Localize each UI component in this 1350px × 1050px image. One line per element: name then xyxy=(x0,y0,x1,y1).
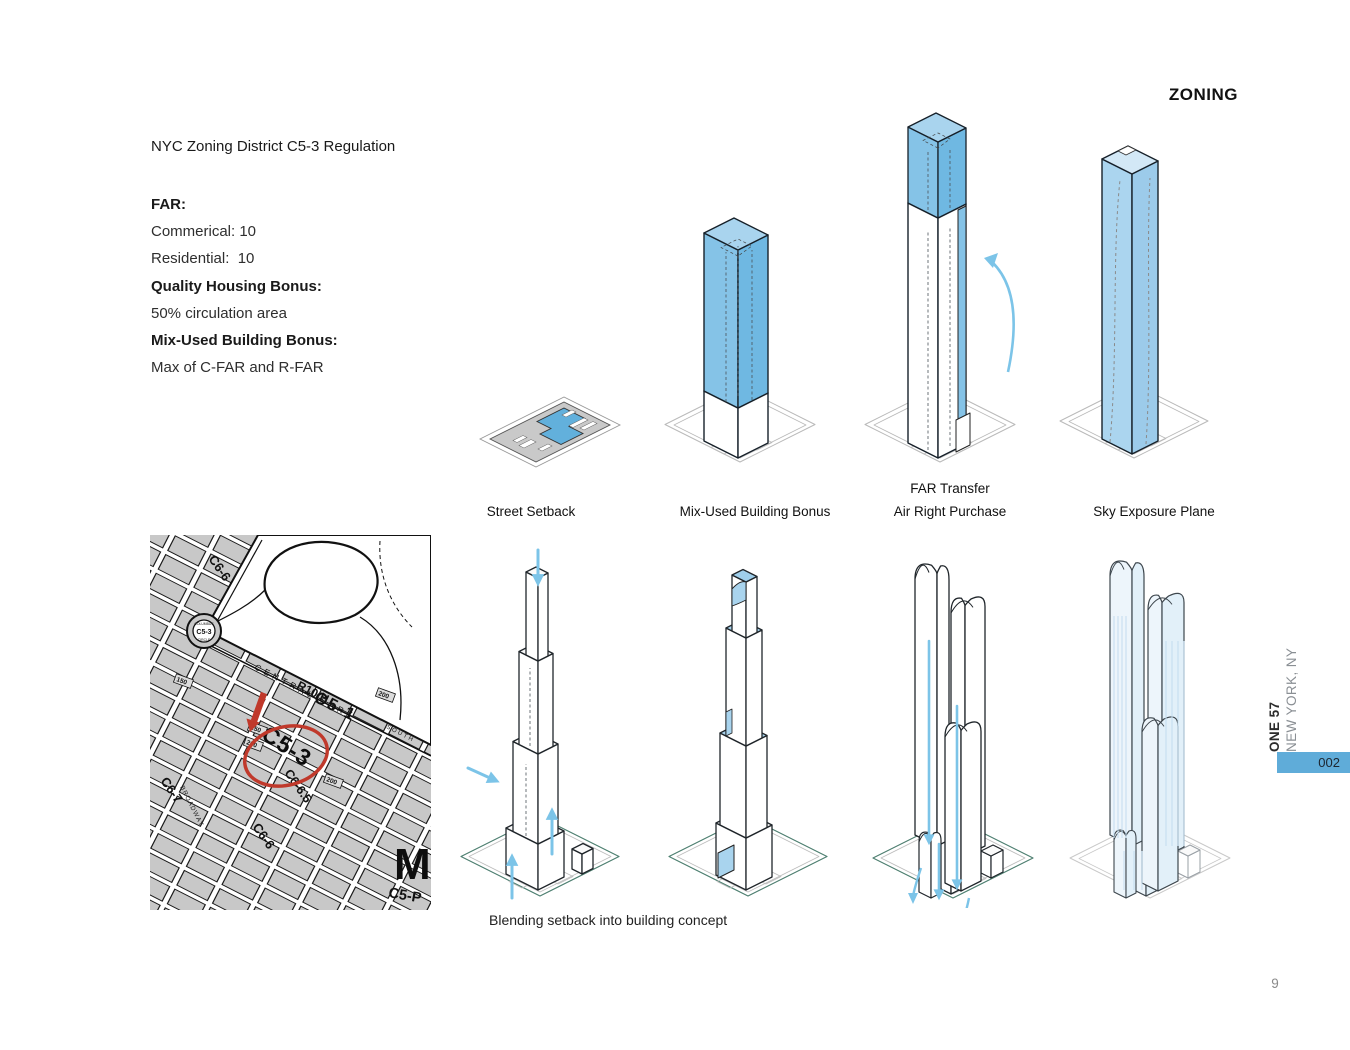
svg-text:150: 150 xyxy=(249,724,262,734)
setback-massing-diagram-4 xyxy=(1069,560,1231,899)
mix-used-bonus-label: Mix-Used Building Bonus xyxy=(679,504,831,519)
page-number: 9 xyxy=(1271,976,1279,991)
far-label: FAR: xyxy=(151,196,186,213)
project-location: NEW YORK, NY xyxy=(1284,647,1299,752)
far-transfer-label-line2: Air Right Purchase xyxy=(893,504,1007,519)
map-label-circle-word: CIRCLE xyxy=(198,638,211,642)
zoning-map: CENTRAL PARK SOUTH R10 H C5-1 COLUMBUS C… xyxy=(150,535,431,910)
map-red-annotation xyxy=(242,691,330,788)
far-transfer-diagram xyxy=(864,112,1016,463)
regulation-title: NYC Zoning District C5-3 Regulation xyxy=(151,138,396,155)
setback-massing-diagram-1 xyxy=(460,548,620,900)
far-transfer-label-line1: FAR Transfer xyxy=(910,481,990,496)
map-width-tag: 150 xyxy=(172,673,194,689)
project-name: ONE 57 xyxy=(1267,701,1282,752)
mix-used-label: Mix-Used Building Bonus: xyxy=(151,332,338,350)
svg-text:200: 200 xyxy=(325,776,338,786)
map-width-tag: 200 xyxy=(322,773,344,789)
map-label-midtown: MiD xyxy=(394,840,431,889)
quality-bonus-label: Quality Housing Bonus: xyxy=(151,277,322,295)
map-label-columbus: COLUMBUS xyxy=(194,622,214,626)
street-setback-diagram xyxy=(479,396,621,468)
street-setback-label: Street Setback xyxy=(486,504,576,519)
quality-bonus-value: 50% circulation area xyxy=(151,304,287,322)
sky-exposure-label: Sky Exposure Plane xyxy=(1093,504,1215,519)
map-label-c5p: C5-P xyxy=(387,885,423,907)
regulation-block: FAR: Commerical: 10 Residential: 10 Qual… xyxy=(151,191,338,381)
far-residential: Residential: 10 xyxy=(151,250,255,268)
svg-text:200: 200 xyxy=(377,690,390,700)
section-title: ZONING xyxy=(1168,85,1238,104)
map-label-c53-circle: C5-3 xyxy=(196,629,211,636)
far-commercial: Commerical: 10 xyxy=(151,223,257,241)
mix-used-value: Max of C-FAR and R-FAR xyxy=(151,359,324,377)
page-code-badge: 002 xyxy=(1277,752,1350,773)
bottom-caption: Blending setback into building concept xyxy=(489,912,728,928)
project-sidebar: ONE 57 NEW YORK, NY xyxy=(1266,626,1300,752)
mix-used-bonus-diagram xyxy=(664,217,816,463)
map-width-tag: 200 xyxy=(374,687,396,703)
svg-text:150: 150 xyxy=(175,676,188,686)
sky-exposure-diagram xyxy=(1059,145,1209,459)
setback-massing-diagram-2 xyxy=(668,568,828,897)
setback-massing-diagram-3 xyxy=(872,563,1034,908)
